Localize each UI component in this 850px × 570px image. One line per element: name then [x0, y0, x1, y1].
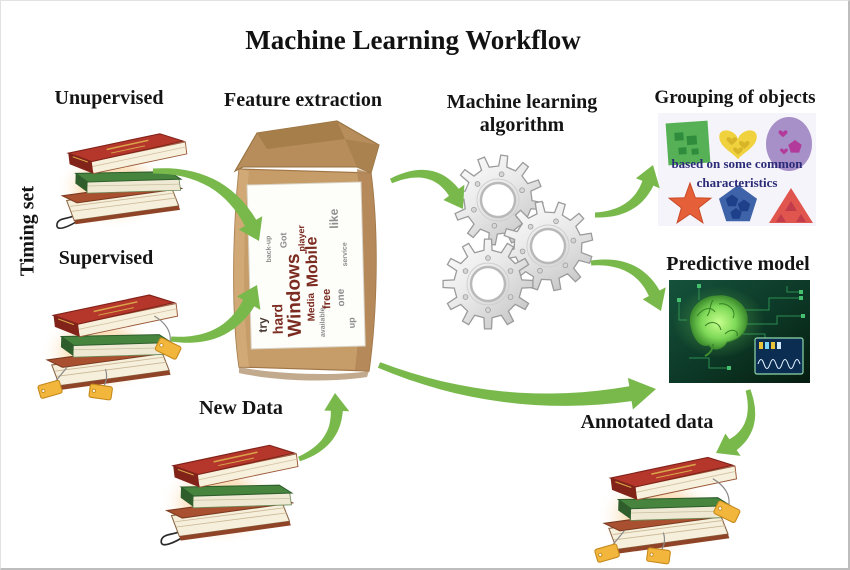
circuit-pads [677, 284, 805, 370]
word: service [342, 242, 350, 266]
word: free [321, 289, 334, 309]
word: Media [306, 292, 318, 321]
word: up [346, 317, 356, 329]
predictive-model-label: Predictive model [666, 253, 810, 275]
word: try [255, 317, 269, 333]
grouping-caption: based on some common characteristics [671, 156, 803, 190]
word: player [296, 224, 307, 251]
arrow-bag-to-annotated [377, 362, 656, 410]
waveform-panel [754, 337, 804, 375]
gears-image [442, 154, 594, 330]
word: available [319, 307, 327, 337]
feature-extraction-label: Feature extraction [224, 89, 382, 111]
ml-algorithm-label: Machine learning algorithm [446, 91, 598, 136]
blue-pentagon-icon [719, 185, 757, 222]
grouping-label: Grouping of objects [654, 87, 816, 108]
red-triangle-icon [769, 188, 813, 223]
unupervised-label: Unupervised [54, 87, 164, 109]
green-square-icon [665, 120, 711, 166]
paper-bag-image: Windows Mobile hard try like Media free … [233, 120, 380, 381]
annotated-data-label: Annotated data [580, 411, 714, 433]
predictive-model-image [669, 280, 810, 383]
word: one [336, 288, 347, 306]
star-icon [667, 181, 713, 224]
grouping-image: based on some common characteristics [658, 113, 816, 226]
word: back-up [265, 236, 273, 263]
timing-set-label: Timing set [16, 185, 39, 277]
annotated-books-image [593, 453, 742, 565]
brain-icon [689, 295, 748, 357]
supervised-books-image [36, 291, 183, 401]
gear-icon [442, 238, 534, 330]
gear-icon [502, 200, 594, 292]
word: hard [269, 304, 286, 335]
word-cloud-label: Windows Mobile hard try like Media free … [246, 181, 366, 350]
word: like [327, 208, 342, 229]
purple-ellipse-icon [766, 117, 812, 171]
word: Windows [283, 253, 306, 337]
supervised-label: Supervised [58, 247, 154, 269]
new-data-books-image [158, 441, 300, 547]
page-title: Machine Learning Workflow [245, 25, 581, 55]
unupervised-books-image [54, 130, 189, 230]
word: Got [278, 232, 288, 248]
word: Mobile [303, 236, 321, 287]
new-data-label: New Data [199, 397, 283, 419]
